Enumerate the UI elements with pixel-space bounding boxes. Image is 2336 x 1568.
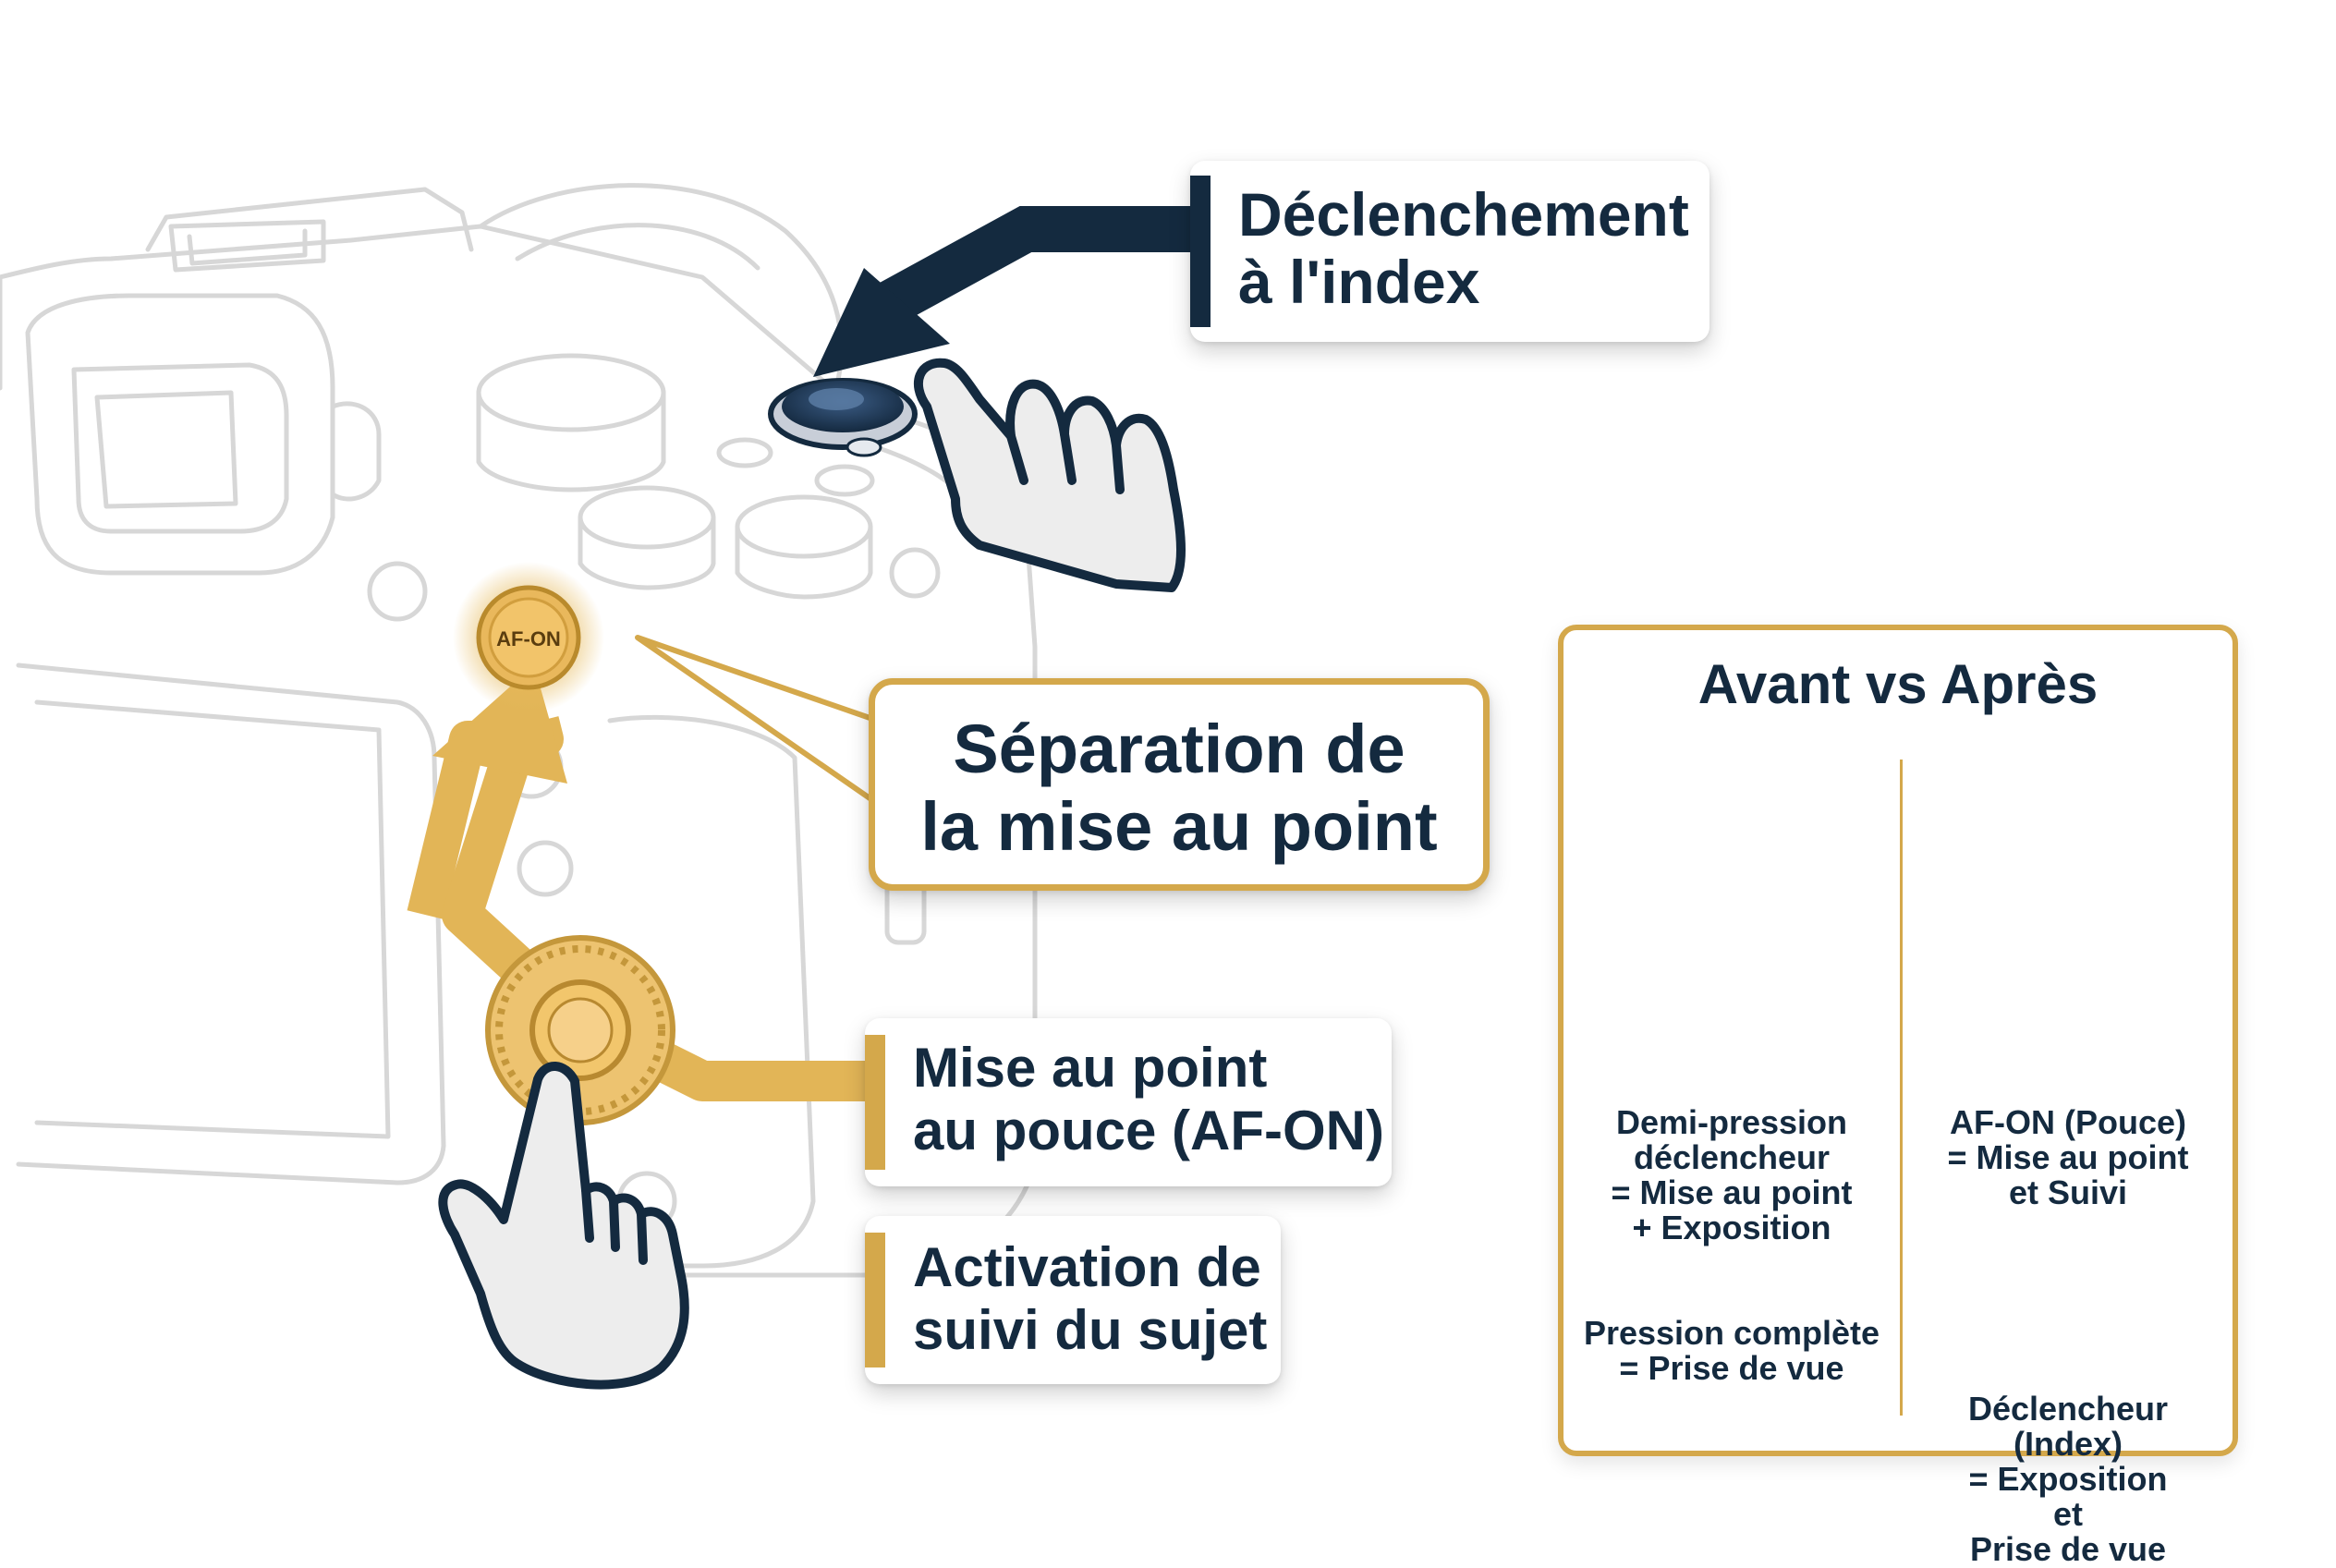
callout-separation-line2: la mise au point: [920, 788, 1438, 865]
before-line: + Exposition: [1632, 1209, 1831, 1246]
callout-accent-bar: [865, 1035, 885, 1170]
after-line: Prise de vue: [1969, 1530, 2167, 1568]
index-hand-icon: [914, 358, 1186, 592]
callout-subject-tracking: Activation de suivi du sujet: [865, 1216, 1281, 1384]
before-line: déclencheur: [1633, 1138, 1831, 1176]
after-line: Déclencheur: [1967, 1390, 2169, 1428]
before-line: = Mise au point: [1611, 1173, 1853, 1211]
after-description: AF-ON (Pouce) = Mise au point et Suivi: [1904, 1105, 2233, 1210]
comparison-title: Avant vs Après: [1697, 653, 2099, 715]
after-line: = Mise au point: [1947, 1138, 2189, 1176]
separation-pointer: [635, 635, 881, 807]
callout-tracking-line2: suivi du sujet: [913, 1299, 1268, 1361]
callout-separation-line1: Séparation de: [953, 711, 1405, 787]
callout-accent-bar: [865, 1233, 885, 1367]
af-on-label: AF-ON: [496, 627, 561, 650]
after-line: AF-ON (Pouce): [1950, 1103, 2186, 1141]
shutter-button: [768, 378, 918, 457]
thumb-hand-icon: [438, 1062, 689, 1390]
comparison-divider: [1900, 760, 1903, 1416]
after-line: = Exposition: [1968, 1460, 2168, 1498]
callout-thumb-line2: au pouce (AF-ON): [913, 1100, 1384, 1161]
callout-accent-bar: [1190, 176, 1211, 327]
callout-index-line1: Déclenchement: [1238, 180, 1689, 249]
callout-index-line2: à l'index: [1238, 248, 1480, 316]
callout-tracking-line1: Activation de: [913, 1236, 1261, 1298]
before-line: Pression complète: [1583, 1314, 1880, 1352]
before-line: Demi-pression: [1615, 1103, 1848, 1141]
after-line: (Index): [2013, 1425, 2123, 1463]
callout-index-trigger: Déclenchement à l'index: [1190, 161, 1709, 342]
before-description-full-press: Pression complète = Prise de vue: [1563, 1316, 1900, 1386]
callout-thumb-line1: Mise au point: [913, 1037, 1268, 1099]
after-line: et: [2052, 1495, 2083, 1533]
af-on-button: AF-ON: [453, 562, 604, 713]
before-line: = Prise de vue: [1619, 1349, 1844, 1387]
callout-focus-separation: Séparation de la mise au point: [869, 678, 1490, 891]
after-line: et Suivi: [2008, 1173, 2128, 1211]
callout-thumb-focus: Mise au point au pouce (AF-ON): [865, 1018, 1392, 1186]
comparison-panel: Avant vs Après Demi-pression déclencheur…: [1558, 625, 2238, 1567]
index-arrow: [813, 206, 1190, 377]
after-description-shutter: Déclencheur (Index) = Exposition et Pris…: [1904, 1392, 2233, 1567]
before-description: Demi-pression déclencheur = Mise au poin…: [1563, 1105, 1900, 1246]
